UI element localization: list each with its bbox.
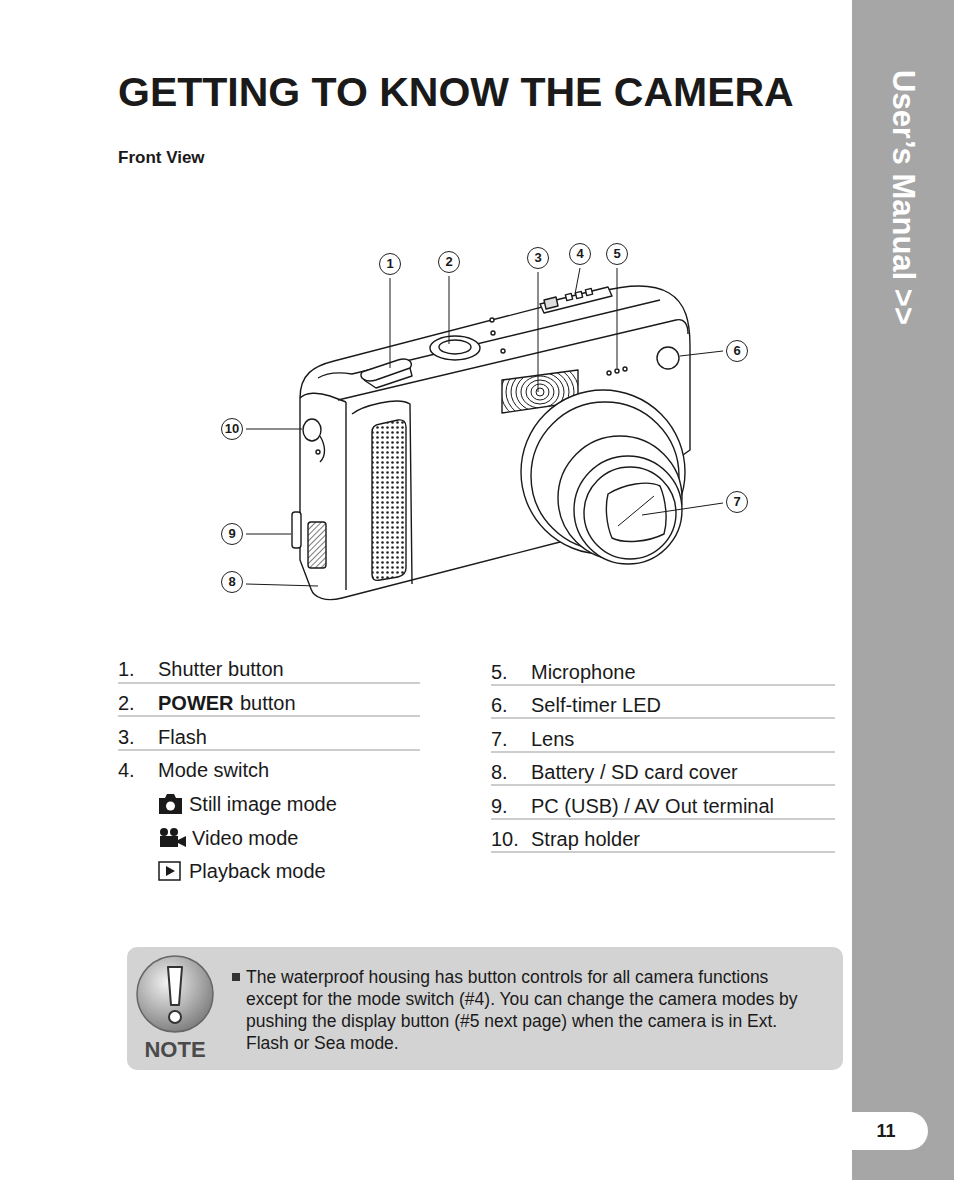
list-number: 4. xyxy=(118,758,135,782)
callout-number: 9 xyxy=(221,523,243,545)
list-number: 6. xyxy=(491,693,508,717)
section-heading: Front View xyxy=(118,148,205,168)
list-text: Strap holder xyxy=(531,827,640,851)
list-text: Battery / SD card cover xyxy=(531,760,738,784)
list-text: Video mode xyxy=(192,826,298,850)
mode-icons xyxy=(159,794,186,880)
list-text: Microphone xyxy=(531,660,636,684)
callout-number: 2 xyxy=(438,251,460,273)
list-text: Still image mode xyxy=(189,792,337,816)
callout-number: 7 xyxy=(726,491,748,513)
side-title: User’s Manual >> xyxy=(885,70,921,325)
list-number: 1. xyxy=(118,657,135,681)
list-text: Mode switch xyxy=(158,758,269,782)
list-number: 9. xyxy=(491,794,508,818)
list-number: 10. xyxy=(491,827,519,851)
list-text: PC (USB) / AV Out terminal xyxy=(531,794,774,818)
list-text: Playback mode xyxy=(189,859,326,883)
note-text: The waterproof housing has button contro… xyxy=(246,966,808,1054)
list-number: 2. xyxy=(118,691,135,715)
bullet-square xyxy=(232,973,240,981)
list-text: Self-timer LED xyxy=(531,693,661,717)
list-text: Flash xyxy=(158,725,207,749)
callout-number: 3 xyxy=(527,247,549,269)
callout-number: 10 xyxy=(221,418,243,440)
page-title: GETTING TO KNOW THE CAMERA xyxy=(118,68,794,116)
page-number-tab: 11 xyxy=(852,1112,928,1150)
callout-number: 4 xyxy=(569,243,591,265)
list-text: button xyxy=(240,691,296,715)
list-text: Shutter button xyxy=(158,657,284,681)
callout-number: 6 xyxy=(726,340,748,362)
callout-number: 8 xyxy=(221,571,243,593)
note-icon xyxy=(127,947,227,1047)
list-number: 8. xyxy=(491,760,508,784)
list-text: Lens xyxy=(531,727,574,751)
note-box: NOTE The waterproof housing has button co… xyxy=(127,947,843,1070)
note-heading: NOTE xyxy=(125,1038,225,1062)
list-number: 5. xyxy=(491,660,508,684)
list-number: 3. xyxy=(118,725,135,749)
list-text-bold: POWER xyxy=(158,691,234,715)
callout-number: 1 xyxy=(379,253,401,275)
page-number: 11 xyxy=(852,1112,920,1150)
side-band: User’s Manual >> 11 xyxy=(852,0,954,1180)
callout-number: 5 xyxy=(606,243,628,265)
list-number: 7. xyxy=(491,727,508,751)
